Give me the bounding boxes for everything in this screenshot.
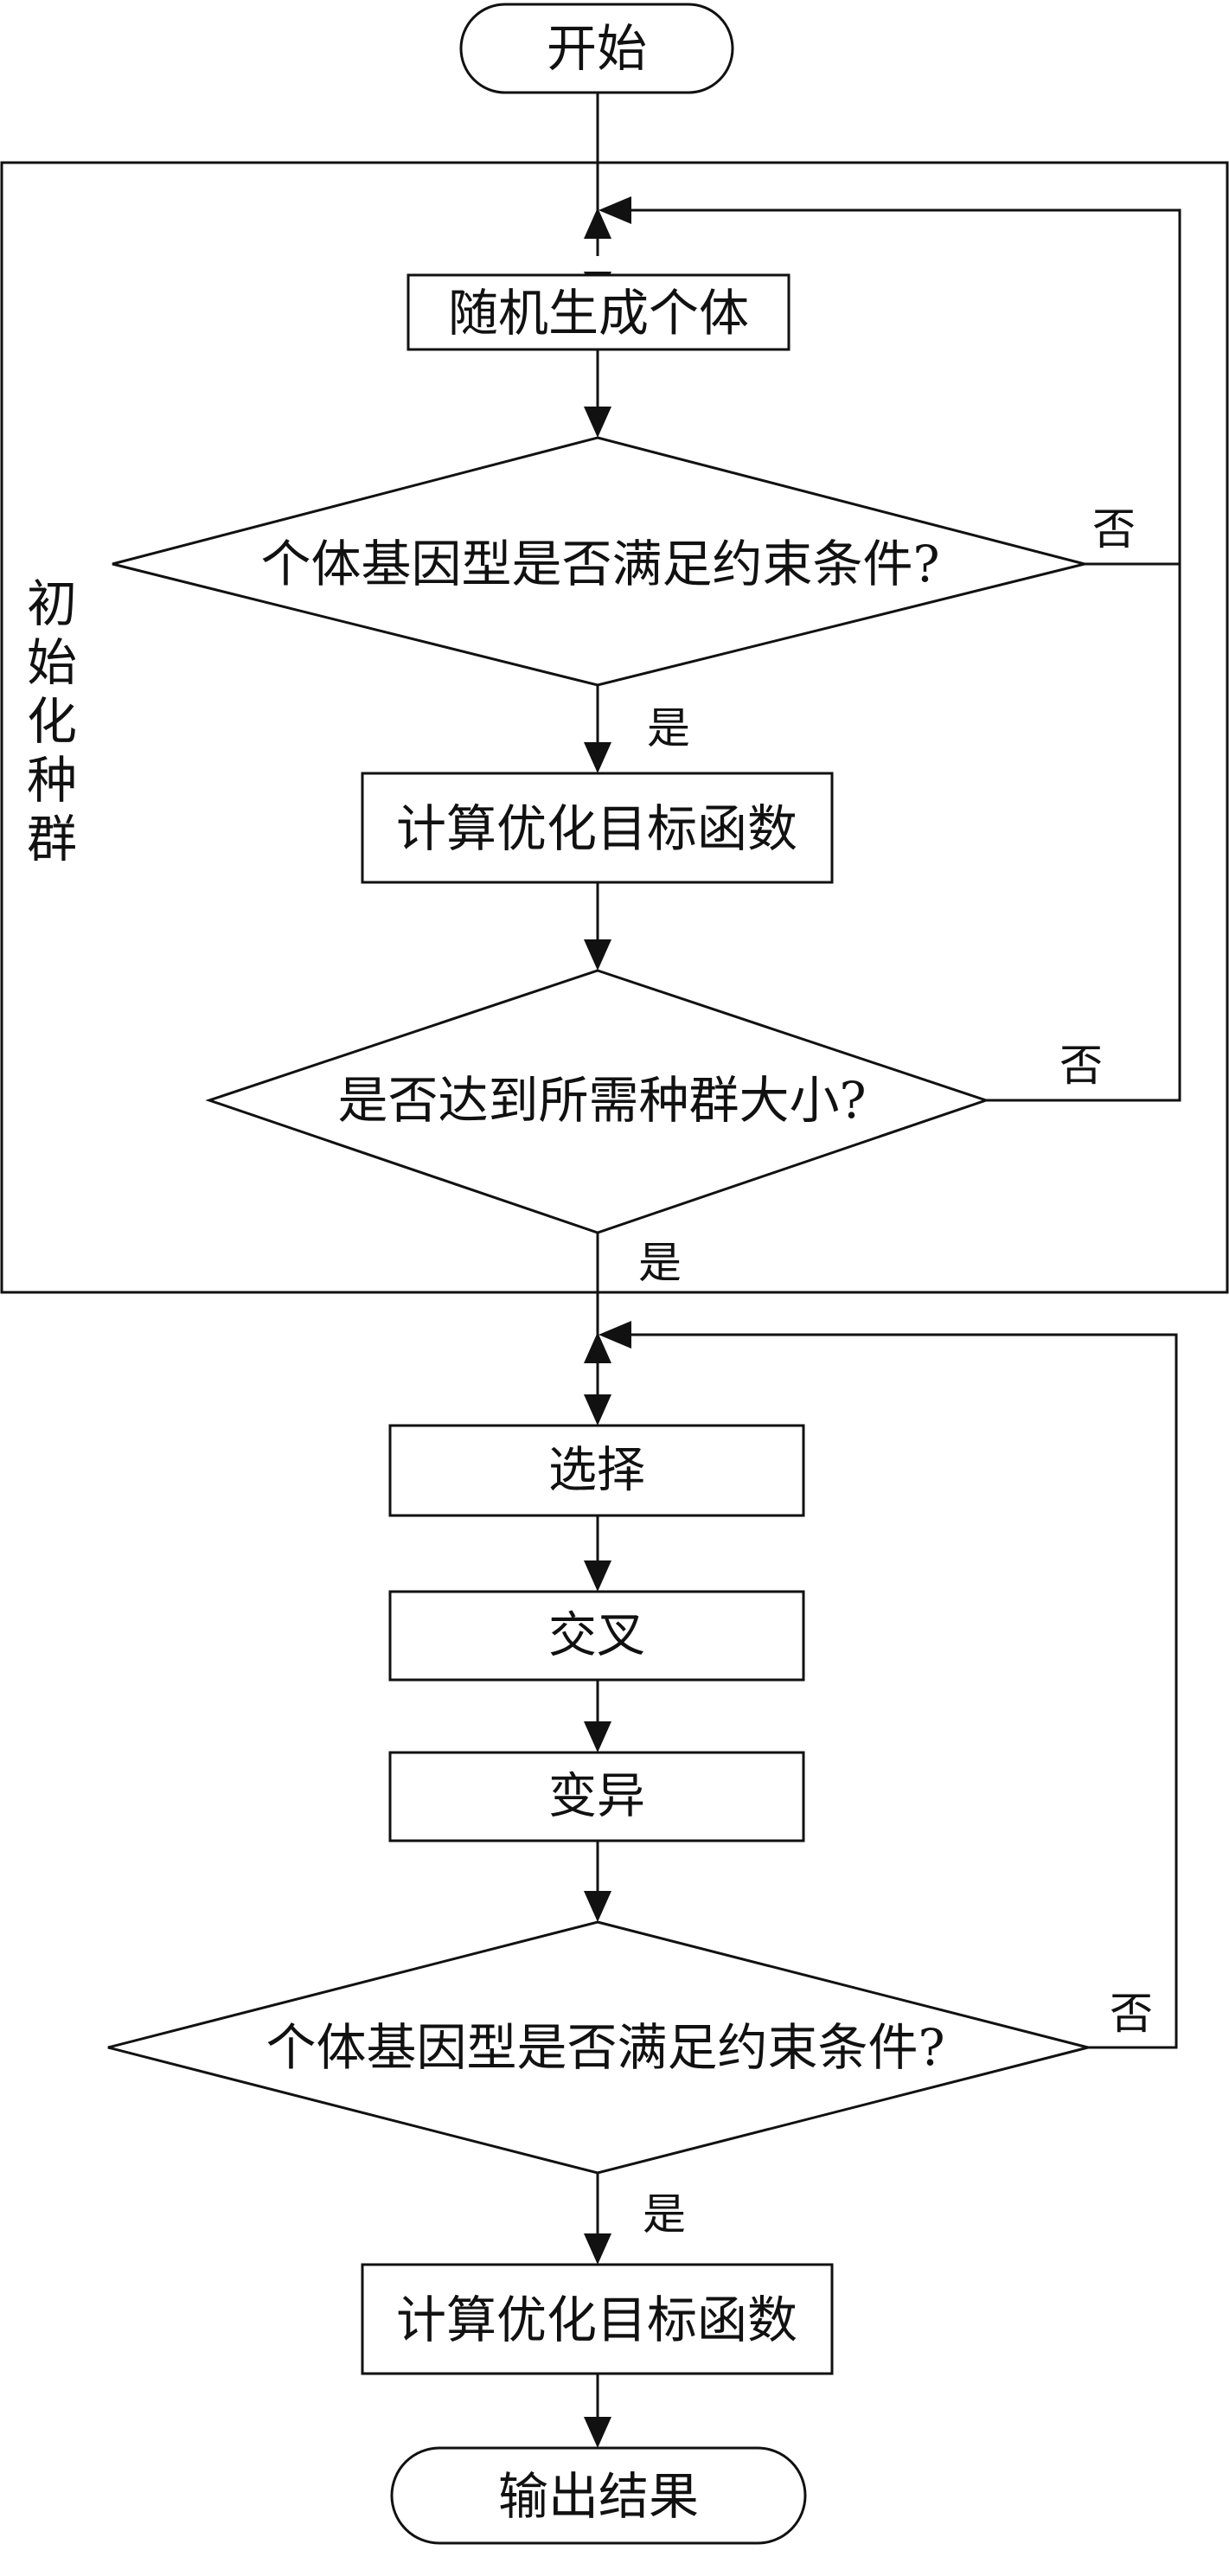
arrowhead-to-select xyxy=(584,1394,611,1426)
terminal-shape xyxy=(390,2446,807,2545)
edge-check2-no xyxy=(623,1333,1178,2049)
arrowhead-to-cross xyxy=(584,1560,611,1592)
selection-label: 选择 xyxy=(548,1443,645,1499)
process-shape xyxy=(388,1424,805,1517)
check-constraints-1-label: 个体基因型是否满足约束条件? xyxy=(260,535,939,593)
node-check-constraints-1: 个体基因型是否满足约束条件? xyxy=(112,436,1085,687)
arrowhead-to-mutate xyxy=(584,1721,611,1753)
mutation-label: 变异 xyxy=(548,1769,645,1825)
node-calc-objective-2: 计算优化目标函数 xyxy=(361,2263,834,2375)
arrowhead-to-check2 xyxy=(584,1891,611,1922)
init-population-group xyxy=(0,161,1229,1294)
group-label-char-3: 化 xyxy=(27,692,77,751)
check1-no-label: 否 xyxy=(1092,504,1136,554)
process-shape xyxy=(406,273,791,351)
node-mutation: 变异 xyxy=(388,1751,805,1842)
generate-individual-label: 随机生成个体 xyxy=(448,284,749,343)
arrowhead-loop1-return xyxy=(598,196,631,224)
process-shape xyxy=(388,1751,805,1842)
decision-shape xyxy=(205,969,990,1234)
crossover-label: 交叉 xyxy=(548,1608,645,1664)
arrowhead-to-check1 xyxy=(584,407,611,438)
process-shape xyxy=(361,772,834,884)
group-label: 初 始 化 种 群 xyxy=(27,574,77,868)
group-label-char-1: 初 xyxy=(27,574,77,633)
terminal-shape xyxy=(459,3,734,94)
arrowhead-to-calc1 xyxy=(584,742,611,773)
node-population-size-check: 是否达到所需种群大小? xyxy=(205,969,990,1234)
decision-shape xyxy=(107,1920,1089,2175)
node-check-constraints-2: 个体基因型是否满足约束条件? xyxy=(107,1920,1089,2175)
arrowhead-to-size xyxy=(584,939,611,971)
arrowhead-to-calc2 xyxy=(584,2233,611,2265)
group-label-char-2: 始 xyxy=(27,633,77,692)
check2-yes-label: 是 xyxy=(643,2189,686,2240)
size-yes-label: 是 xyxy=(638,1238,682,1288)
arrowhead-to-end xyxy=(584,2417,611,2448)
check2-no-label: 否 xyxy=(1110,1989,1153,2039)
edge-size-no xyxy=(623,208,1181,1102)
size-no-label: 否 xyxy=(1059,1041,1103,1091)
node-calc-objective-1: 计算优化目标函数 xyxy=(361,772,834,884)
node-generate-individual: 随机生成个体 xyxy=(406,273,791,351)
connectors xyxy=(584,93,1181,2448)
arrowhead-loop2-merge xyxy=(584,1332,611,1363)
node-crossover: 交叉 xyxy=(388,1590,805,1682)
arrowhead-loop2-return xyxy=(598,1321,631,1349)
node-start: 开始 xyxy=(459,3,734,94)
calc-objective-2-label: 计算优化目标函数 xyxy=(396,2291,797,2349)
process-shape xyxy=(361,2263,834,2375)
check1-yes-label: 是 xyxy=(647,703,690,753)
calc-objective-1-label: 计算优化目标函数 xyxy=(396,799,797,858)
group-label-char-4: 种 xyxy=(27,751,77,810)
arrowhead-loop1-merge xyxy=(584,208,611,239)
node-output-result: 输出结果 xyxy=(390,2446,807,2545)
process-shape xyxy=(388,1590,805,1682)
group-label-char-5: 群 xyxy=(27,810,77,868)
node-selection: 选择 xyxy=(388,1424,805,1517)
decision-shape xyxy=(112,436,1085,687)
population-size-label: 是否达到所需种群大小? xyxy=(337,1071,866,1130)
check-constraints-2-label: 个体基因型是否满足约束条件? xyxy=(266,2018,944,2077)
start-label: 开始 xyxy=(547,19,647,78)
output-result-label: 输出结果 xyxy=(498,2467,699,2526)
